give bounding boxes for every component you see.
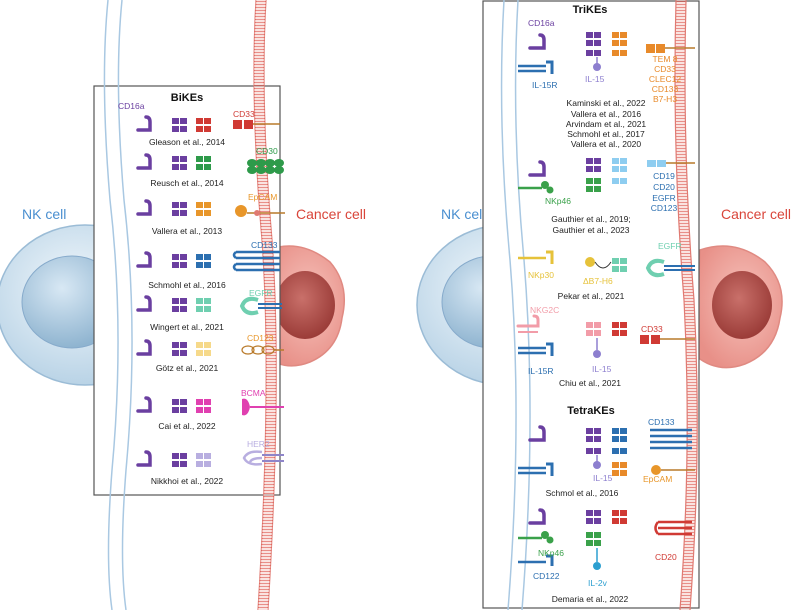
b6-receptor-bottom: CD122 [533,571,560,581]
bike-rows: CD33 Gleason et al., 2014 CD30 Reusch et… [136,109,285,486]
b1-citation-4: Schmohl et al., 2017 [567,129,645,139]
bike-row-5: EGFR Wingert et al., 2021 [136,288,282,332]
right-cd16a-label: CD16a [528,18,555,28]
bike-citation-8: Nikkhoi et al., 2022 [151,476,224,486]
trikes-title: TriKEs [573,4,608,16]
b1-citation-3: Arvindam et al., 2021 [566,119,647,129]
bike-citation-4: Schmohl et al., 2016 [148,280,226,290]
b1-target-5: B7-H3 [653,94,677,104]
b1-receptor: IL-15R [532,80,558,90]
b1-cytokine: IL-15 [585,74,605,84]
bike-target-4: CD133 [251,240,278,250]
bike-target-8: HER2 [247,439,270,449]
b5-citation: Schmol et al., 2016 [546,488,619,498]
tetrake-block-5: IL-15 CD133 EpCAM Schmol et al., 2016 [518,417,695,498]
b2-receptor: NKp46 [545,196,571,206]
right-nk-label: NK cell [441,206,485,222]
b4-receptor-bottom: IL-15R [528,366,554,376]
bike-target-5: EGFR [249,288,273,298]
b1-target-1: TEM 8 [652,54,677,64]
bike-citation-7: Cai et al., 2022 [158,421,215,431]
bike-citation-2: Reusch et al., 2014 [150,178,224,188]
trike-block-4: NKG2C IL-15R IL-15 CD33 Chiu et al., 202… [516,305,695,388]
bike-target-6: CD123 [247,333,274,343]
b1-citation-2: Vallera et al., 2016 [571,109,642,119]
left-cancer-cell [264,245,345,367]
bike-target-3: EpCAM [248,192,277,202]
bike-row-2: CD30 Reusch et al., 2014 [136,146,284,188]
b6-receptor-top: NKp46 [538,548,564,558]
b4-receptor-top: NKG2C [530,305,559,315]
b1-citation-1: Kaminski et al., 2022 [567,98,646,108]
bikes-title: BiKEs [171,92,203,104]
bike-citation-1: Gleason et al., 2014 [149,137,225,147]
b1-target-3: CLEC12 [649,74,681,84]
b1-citation-5: Vallera et al., 2020 [571,139,642,149]
b2-target-3: EGFR [652,193,676,203]
b5-cytokine: IL-15 [593,473,613,483]
bikes-panel [93,85,281,496]
b3-citation: Pekar et al., 2021 [558,291,625,301]
tetrake-block-6: NKp46 CD122 IL-2v CD20 Demaria et al., 2… [518,508,692,604]
trike-block-2: NKp46 CD19 CD20 EGFR CD123 Gauthier et a… [518,158,695,235]
tetrakes-title: TetraKEs [567,405,614,417]
left-nk-label: NK cell [22,206,66,222]
b3-target: EGFR [658,241,682,251]
bike-row-7: BCMA Cai et al., 2022 [136,388,284,431]
b2-citation-2: Gauthier et al., 2023 [552,225,629,235]
b6-target: CD20 [655,552,677,562]
b5-target-top: CD133 [648,417,675,427]
b3-ligand: ΔB7-H6 [583,276,613,286]
bike-row-6: CD123 Götz et al., 2021 [136,333,284,373]
bike-row-4: CD133 Schmohl et al., 2016 [136,240,280,290]
bike-citation-6: Götz et al., 2021 [156,363,219,373]
b2-target-2: CD20 [653,182,675,192]
b2-target-4: CD123 [651,203,678,213]
bike-target-7: BCMA [241,388,266,398]
b2-citation-1: Gauthier et al., 2019; [551,214,630,224]
right-cancer-label: Cancer cell [721,206,791,222]
bike-row-8: HER2 Nikkhoi et al., 2022 [136,439,284,486]
trikes-panel [482,0,700,609]
bike-citation-3: Vallera et al., 2013 [152,226,223,236]
bike-row-1: CD33 Gleason et al., 2014 [136,109,280,147]
left-cancer-label: Cancer cell [296,206,366,222]
right-cancer-membrane [675,0,698,610]
b6-citation: Demaria et al., 2022 [552,594,629,604]
b4-citation: Chiu et al., 2021 [559,378,621,388]
b1-target-4: CD133 [652,84,679,94]
left-cd16a-label: CD16a [118,101,145,111]
left-nk-membrane [103,0,119,610]
b4-cytokine: IL-15 [592,364,612,374]
b4-target: CD33 [641,324,663,334]
b1-target-2: CD33 [654,64,676,74]
bike-target-1: CD33 [233,109,255,119]
b6-cytokine: IL-2v [588,578,608,588]
bike-target-2: CD30 [256,146,278,156]
right-cancer-cell [695,245,783,369]
b5-target-bottom: EpCAM [643,474,672,484]
b2-target-1: CD19 [653,171,675,181]
bike-row-3: EpCAM Vallera et al., 2013 [136,192,285,236]
right-nk-membrane [500,0,517,610]
b3-receptor: NKp30 [528,270,554,280]
trike-block-3: NKp30 ΔB7-H6 EGFR Pekar et al., 2021 [518,241,695,301]
bike-citation-5: Wingert et al., 2021 [150,322,224,332]
trike-block-1: IL-15R IL-15 TEM 8 CD33 CLEC12 CD133 B7-… [518,32,695,149]
